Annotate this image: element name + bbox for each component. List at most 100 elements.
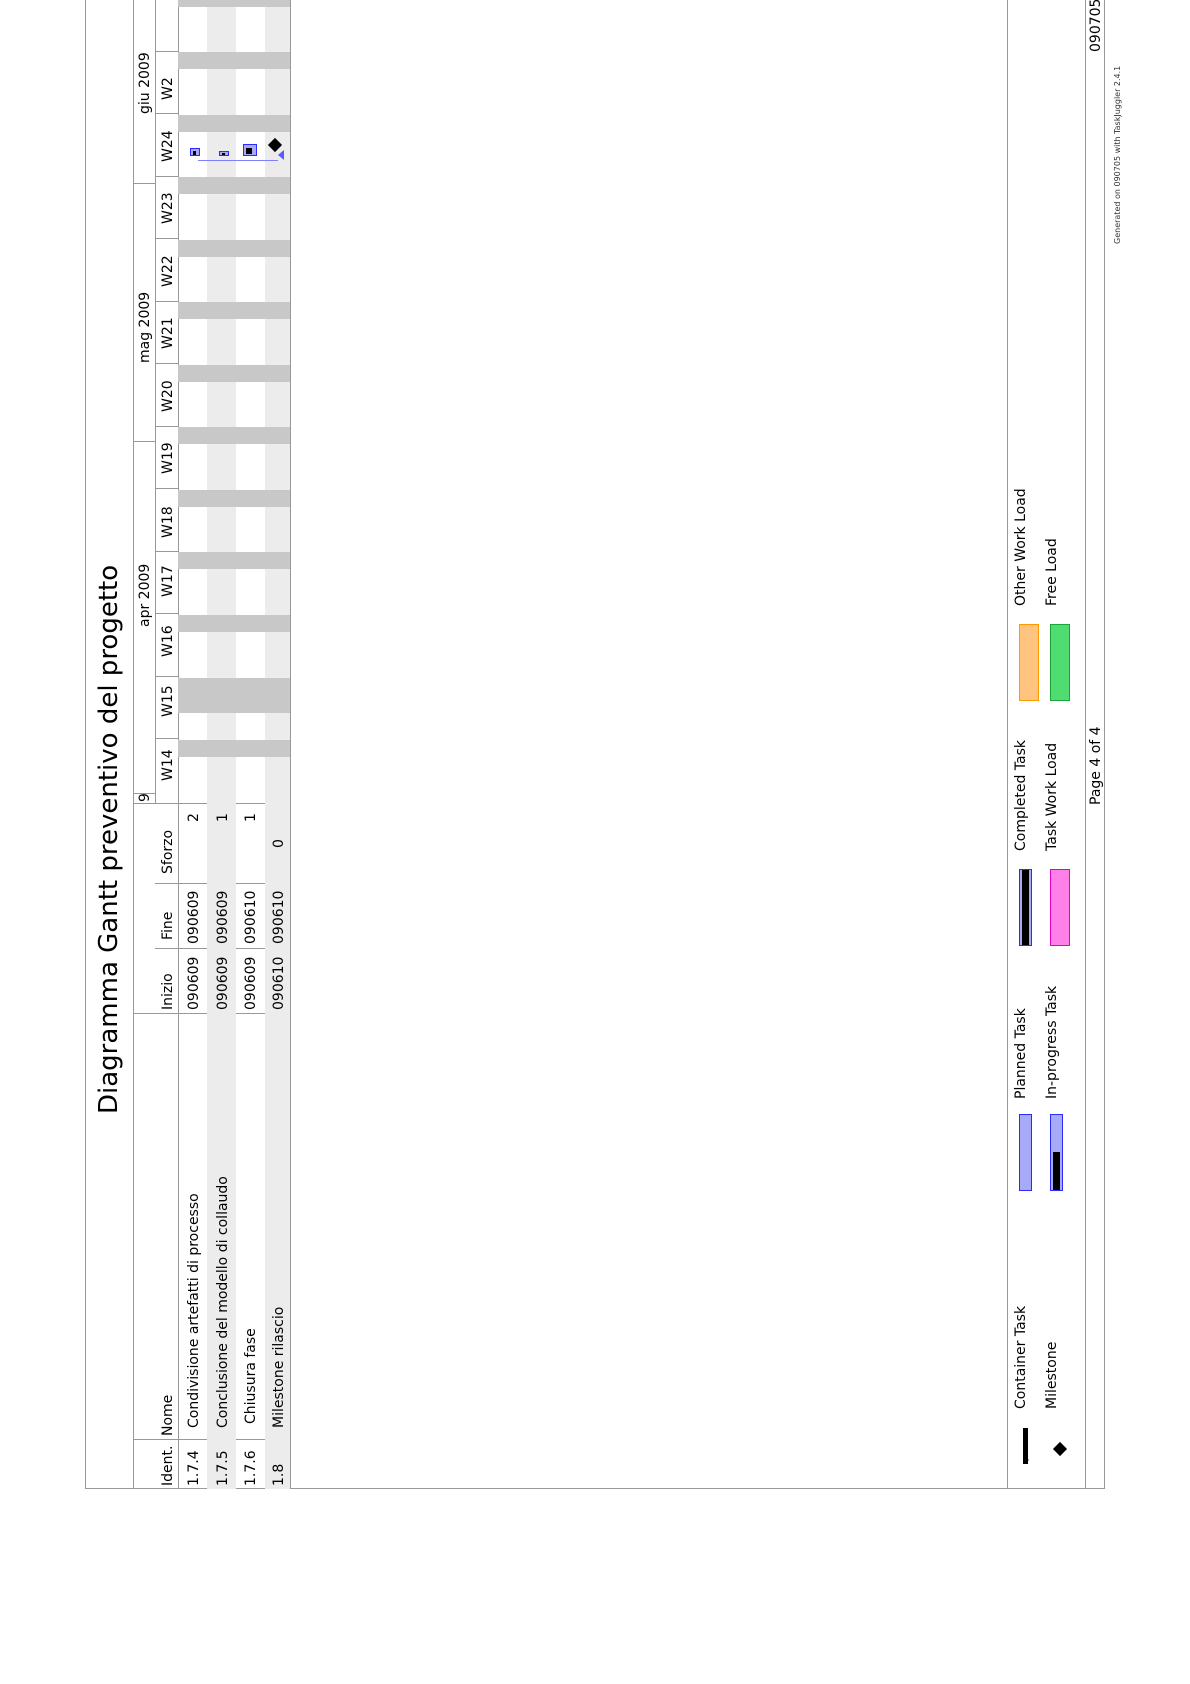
month-sep	[133, 183, 155, 184]
week-sep	[155, 113, 178, 114]
month-sep	[133, 441, 155, 442]
planned-task-swatch	[1019, 1114, 1032, 1191]
legend-planned-label: Planned Task	[1013, 1008, 1029, 1099]
completed-task-bar	[246, 148, 252, 154]
week-label: W24	[160, 130, 176, 162]
header-effort: Sforzo	[160, 829, 176, 874]
weekend-shade	[178, 427, 290, 444]
week-label: W16	[160, 625, 176, 657]
task-end: 090610	[271, 890, 287, 944]
weekend-shade	[178, 302, 290, 319]
weekend-shade	[178, 177, 290, 194]
week-label: W22	[160, 255, 176, 287]
weekend-shade	[178, 615, 290, 632]
task-effort: 2	[186, 813, 202, 822]
legend-container-label: Container Task	[1013, 1305, 1029, 1409]
week-sep	[155, 238, 178, 239]
dependency-line	[198, 160, 278, 161]
weekend-shade	[178, 52, 290, 69]
task-start: 090610	[271, 956, 287, 1010]
month-sep	[133, 793, 155, 794]
page-number: Page 4 of 4	[1088, 726, 1104, 805]
weekend-shade	[178, 490, 290, 507]
inprogress-task-fill	[1053, 1152, 1060, 1190]
task-end: 090609	[215, 890, 231, 944]
week-sep	[155, 176, 178, 177]
task-effort: 0	[271, 839, 287, 848]
task-name: Condivisione artefatti di processo	[186, 1193, 202, 1428]
weekend-shade	[178, 365, 290, 382]
week-sep	[155, 676, 178, 677]
week-label: W18	[160, 506, 176, 538]
weekend-shade	[178, 678, 290, 713]
task-id: 1.8	[271, 1463, 287, 1486]
other-load-swatch	[1019, 624, 1039, 701]
week-sep	[155, 301, 178, 302]
week-label: W20	[160, 380, 176, 412]
task-id: 1.7.4	[186, 1450, 202, 1486]
week-sep	[155, 51, 178, 52]
header-name: Nome	[160, 1394, 176, 1436]
completed-task-bar	[193, 151, 196, 155]
month-label: mag 2009	[137, 291, 153, 363]
weekend-shade	[178, 0, 290, 7]
report-id: 090705	[1088, 0, 1104, 52]
task-start: 090609	[215, 956, 231, 1010]
header-end: Fine	[160, 911, 176, 940]
week-label: W14	[160, 749, 176, 781]
header-id: Ident.	[160, 1445, 176, 1486]
page-title: Diagramma Gantt preventivo del progetto	[94, 564, 124, 1114]
task-end: 090609	[186, 890, 202, 944]
header-start: Inizio	[160, 973, 176, 1010]
legend-other-load-label: Other Work Load	[1013, 488, 1029, 606]
week-sep	[155, 426, 178, 427]
month-label: apr 2009	[137, 563, 153, 627]
task-name: Conclusione del modello di collaudo	[215, 1176, 231, 1428]
legend-top-line	[1007, 0, 1008, 1489]
task-id: 1.7.6	[243, 1450, 259, 1486]
week-label: W23	[160, 192, 176, 224]
legend-free-load-label: Free Load	[1044, 538, 1060, 606]
task-name: Chiusura fase	[243, 1328, 259, 1424]
task-start: 090609	[243, 956, 259, 1010]
legend-completed-label: Completed Task	[1013, 739, 1029, 851]
task-start: 090609	[186, 956, 202, 1010]
legend-inprogress-label: In-progress Task	[1044, 985, 1060, 1099]
week-sep	[155, 613, 178, 614]
month-label: giu 2009	[137, 52, 153, 114]
task-name: Milestone rilascio	[271, 1306, 287, 1428]
task-effort: 1	[215, 813, 231, 822]
weekend-shade	[178, 115, 290, 132]
free-load-swatch	[1050, 624, 1070, 701]
week-label: W15	[160, 685, 176, 717]
title-divider	[133, 0, 134, 1489]
week-label: W19	[160, 442, 176, 474]
container-task-icon-left	[1023, 1456, 1029, 1464]
legend-task-load-label: Task Work Load	[1044, 742, 1060, 851]
legend-bottom-line	[1085, 0, 1086, 1489]
week-sep	[155, 363, 178, 364]
week-label: W17	[160, 565, 176, 597]
dependency-arrow	[278, 150, 284, 160]
table-bottom-line	[290, 0, 291, 1489]
task-id: 1.7.5	[215, 1450, 231, 1486]
timeline-month-divider	[155, 0, 156, 804]
legend-milestone-label: Milestone	[1044, 1341, 1060, 1409]
week-sep	[155, 488, 178, 489]
week-sep	[155, 551, 178, 552]
weekend-shade	[178, 552, 290, 569]
task-effort: 1	[243, 813, 259, 822]
weekend-shade	[178, 740, 290, 757]
generated-note: Generated on 090705 with TaskJuggler 2.4…	[1113, 65, 1122, 244]
week-label: W21	[160, 317, 176, 349]
completed-task-fill	[1022, 870, 1029, 945]
week-label: W2	[160, 77, 176, 100]
task-end: 090610	[243, 890, 259, 944]
task-load-swatch	[1050, 869, 1070, 946]
completed-task-bar	[222, 153, 225, 155]
month-label: 9	[137, 793, 153, 802]
week-sep	[155, 738, 178, 739]
weekend-shade	[178, 240, 290, 257]
